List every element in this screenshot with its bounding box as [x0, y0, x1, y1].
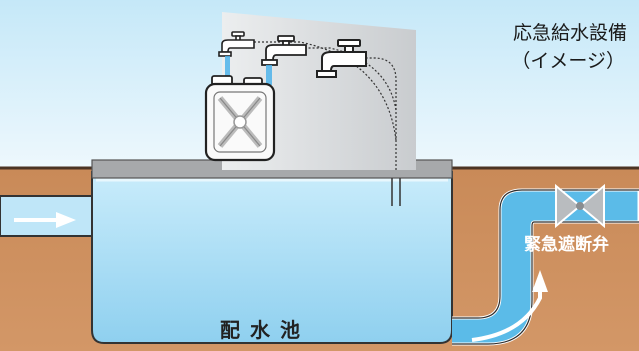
- faucet-icon-large: [316, 39, 367, 78]
- gate-valve-icon: [555, 183, 605, 229]
- diagram-title: 応急給水設備: [512, 22, 627, 44]
- tank-label: 配水池: [220, 318, 310, 342]
- valve-label: 緊急遮断弁: [524, 235, 609, 255]
- inflow-pipe: [0, 195, 101, 237]
- water-container-icon: [204, 75, 276, 162]
- riser-pipe: [391, 178, 401, 206]
- arrow-right-icon: [14, 212, 76, 228]
- faucet-icon-medium: [261, 35, 307, 66]
- water-streams: [225, 56, 272, 85]
- reservoir-tank: [91, 171, 453, 344]
- faucet-icon-small: [218, 31, 255, 57]
- outflow-pipe-outline: [452, 189, 639, 345]
- supply-lines: [254, 41, 397, 170]
- arrow-up-icon: [471, 270, 548, 342]
- diagram-subtitle: （イメージ）: [511, 50, 625, 72]
